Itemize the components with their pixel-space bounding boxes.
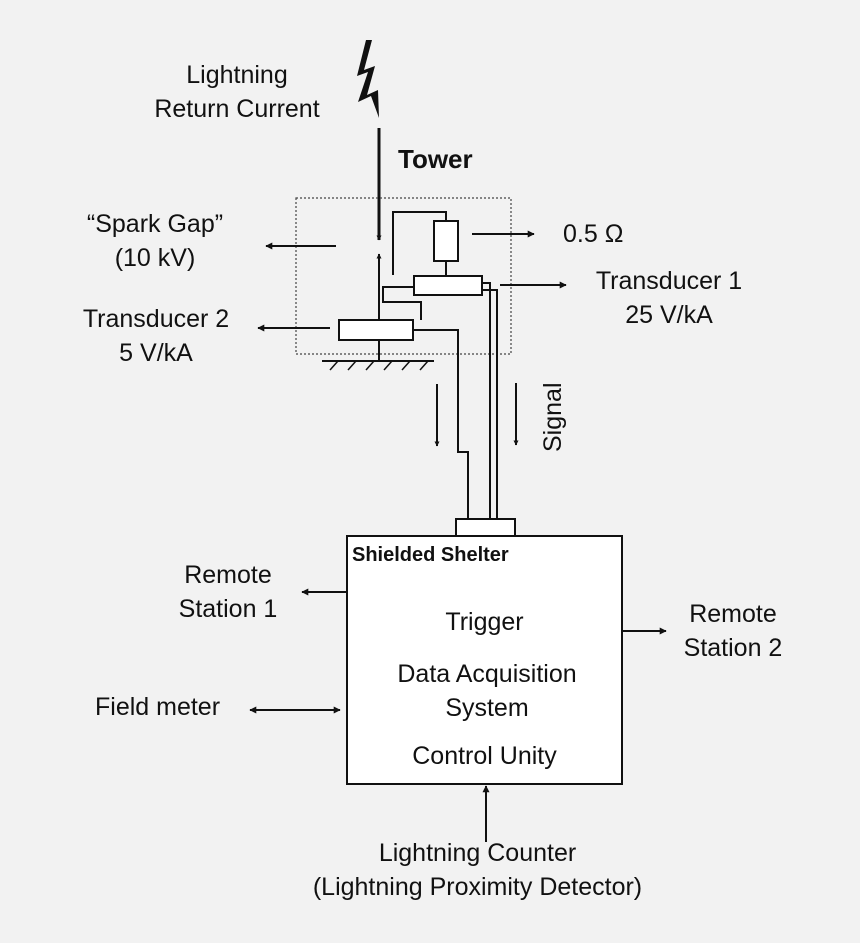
remote-station-2-label: Remote Station 2 [672, 597, 794, 665]
spark-gap-label-line2: (10 kV) [114, 244, 196, 272]
lightning-return-current-label: Lightning Return Current [142, 58, 332, 126]
resistor-wire [392, 211, 447, 275]
signal-cable-transducer-2 [413, 329, 469, 519]
spark-gap-label: “Spark Gap” (10 kV) [72, 207, 238, 275]
data-acquisition-label: Data Acquisition System [347, 657, 627, 725]
control-unity-label: Control Unity [412, 742, 557, 770]
resistor-label: 0.5 Ω [563, 220, 624, 248]
remote-station-2-line1: Remote [689, 600, 777, 628]
remote-station-2-line2: Station 2 [683, 634, 783, 662]
lightning-counter-line2: (Lightning Proximity Detector) [312, 873, 643, 901]
transducer-1-box [413, 275, 483, 296]
lightning-counter-label: Lightning Counter (Lightning Proximity D… [280, 836, 675, 904]
daq-label-line1: Data Acquisition [397, 660, 577, 688]
field-meter-label: Field meter [95, 693, 221, 721]
ground-hatch [329, 360, 429, 371]
sensor-enclosure [295, 197, 512, 355]
transducer-2-label-line2: 5 V/kA [119, 339, 193, 367]
remote-station-1-label: Remote Station 1 [168, 558, 288, 626]
signal-cable-transducer-1-a [482, 282, 491, 519]
transducer-1-label-line1: Transducer 1 [595, 267, 743, 295]
lightning-bolt-icon [357, 40, 379, 118]
trigger-label: Trigger [445, 608, 524, 636]
remote-station-1-line1: Remote [184, 561, 272, 589]
tower-label: Tower [398, 144, 473, 174]
signal-label: Signal [539, 382, 567, 453]
transducer-2-label: Transducer 2 5 V/kA [70, 302, 242, 370]
shielded-shelter-box [346, 535, 623, 785]
transducer-1-label-line2: 25 V/kA [625, 301, 713, 329]
spark-gap-label-line1: “Spark Gap” [86, 210, 224, 238]
transducer-2-label-line1: Transducer 2 [82, 305, 230, 333]
daq-label-line2: System [445, 694, 529, 722]
signal-cable-transducer-1-b [482, 289, 498, 519]
lightning-label-line2: Return Current [154, 95, 320, 123]
transducer-1-lead [382, 286, 422, 320]
lightning-counter-line1: Lightning Counter [378, 839, 577, 867]
shelter-connector [455, 518, 516, 537]
transducer-1-label: Transducer 1 25 V/kA [584, 264, 754, 332]
lightning-label-line1: Lightning [186, 61, 288, 89]
shielded-shelter-title: Shielded Shelter [352, 544, 509, 566]
remote-station-1-line2: Station 1 [178, 595, 278, 623]
transducer-2-box [338, 319, 414, 341]
resistor-0-5-ohm [433, 220, 459, 262]
